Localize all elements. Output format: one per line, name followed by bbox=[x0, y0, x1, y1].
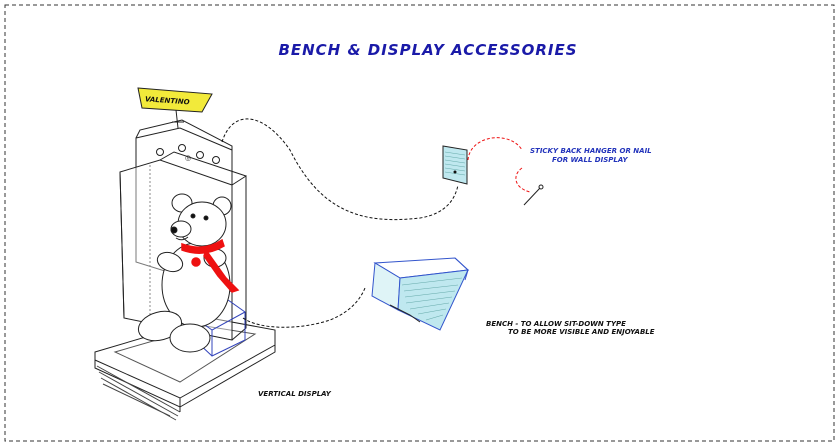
hanger-panel bbox=[442, 145, 468, 185]
bench bbox=[371, 257, 470, 331]
name-tag-label: VALENTINO bbox=[145, 95, 190, 106]
bench-label-line1: BENCH - TO ALLOW SIT-DOWN TYPE bbox=[486, 320, 626, 328]
bear-arm-left bbox=[156, 251, 184, 273]
hanger-arc bbox=[467, 137, 531, 193]
bear-nose bbox=[170, 226, 178, 234]
nail-icon bbox=[523, 184, 544, 206]
name-tag: VALENTINO bbox=[137, 87, 213, 129]
diagram-title: BENCH & DISPLAY ACCESSORIES bbox=[278, 41, 577, 59]
bear-eye bbox=[190, 213, 196, 219]
vertical-display-label: VERTICAL DISPLAY bbox=[258, 390, 332, 398]
hanger-label-line1: STICKY BACK HANGER OR NAIL bbox=[530, 147, 652, 155]
bench-label-line2: TO BE MORE VISIBLE AND ENJOYABLE bbox=[508, 328, 655, 336]
svg-text:◎: ◎ bbox=[185, 154, 191, 162]
connector-display-to-hanger bbox=[221, 118, 459, 221]
connector-display-to-bench bbox=[242, 287, 366, 328]
bear-scarf bbox=[181, 238, 240, 293]
hanger-label-line2: FOR WALL DISPLAY bbox=[552, 156, 628, 164]
page-border bbox=[4, 4, 835, 442]
bear-leg-right bbox=[169, 323, 211, 353]
hanger-hole bbox=[156, 148, 164, 156]
